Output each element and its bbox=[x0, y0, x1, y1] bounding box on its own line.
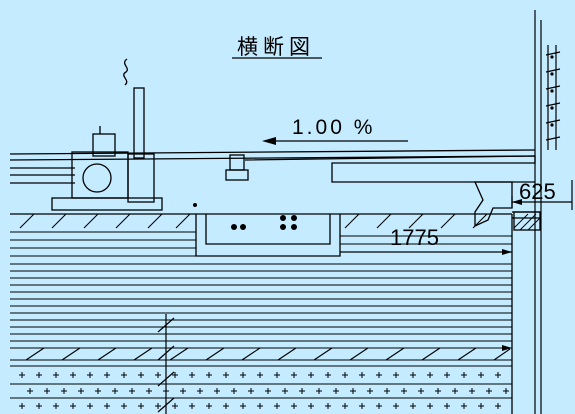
survey-point bbox=[193, 203, 197, 207]
trench-bars bbox=[231, 215, 297, 230]
slope-arrow bbox=[262, 137, 408, 145]
soil-strata bbox=[10, 231, 512, 361]
hatch-band bbox=[25, 347, 511, 361]
wall-bolts bbox=[550, 55, 554, 127]
dim-625-arrow bbox=[512, 199, 522, 205]
dim-625-label: 625 bbox=[519, 179, 556, 204]
right-wall bbox=[534, 10, 561, 414]
wall-cap-hatch bbox=[513, 213, 541, 231]
vertical-dimension bbox=[157, 314, 175, 414]
dim-1775-arrow bbox=[502, 249, 512, 255]
dim-1775-label: 1775 bbox=[390, 225, 439, 250]
wall-cap-block bbox=[513, 211, 541, 231]
deck-fitting bbox=[225, 154, 249, 181]
gravel-layer bbox=[10, 365, 512, 399]
machinery-block bbox=[51, 126, 163, 211]
strata-arrow bbox=[502, 345, 512, 351]
drawing-title: 横断図 bbox=[237, 36, 315, 59]
ground-hatch bbox=[19, 213, 488, 229]
gravel-marks bbox=[19, 372, 509, 409]
trench bbox=[195, 214, 341, 257]
slope-label: 1.00 % bbox=[292, 116, 375, 139]
